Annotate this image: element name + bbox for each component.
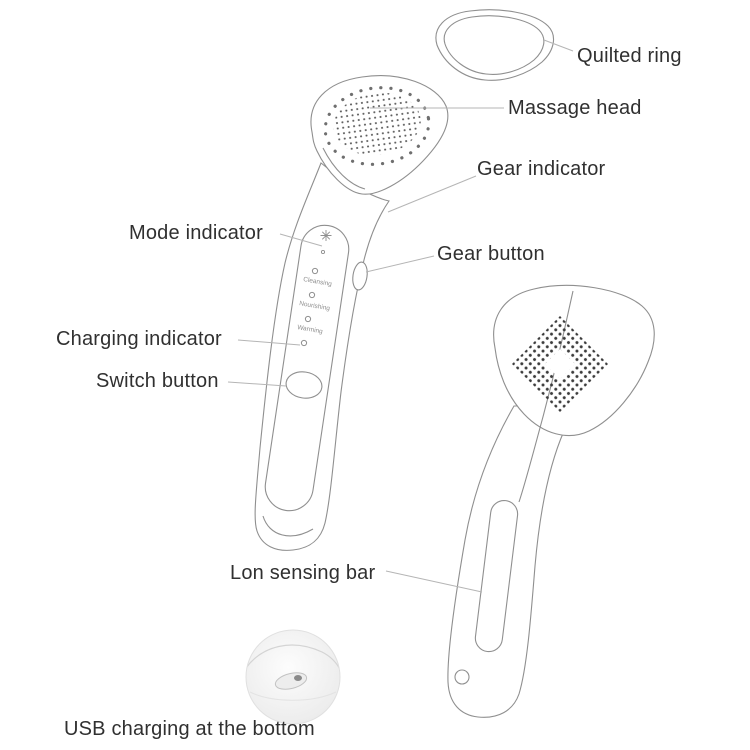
control-panel	[264, 224, 350, 512]
bottom-hole	[454, 669, 470, 685]
device-back-body	[447, 397, 584, 718]
label-gear-indicator: Gear indicator	[477, 158, 606, 180]
callout-lines	[227, 39, 574, 593]
panel-text-cleansing: Cleansing	[303, 276, 333, 288]
callout-mode-indicator	[279, 233, 323, 247]
usb-inset	[245, 629, 341, 725]
callout-charging-indicator	[237, 339, 301, 346]
gear-button-shape	[352, 261, 368, 291]
quilted-ring-drawing	[435, 9, 555, 81]
device-front-view: Cleansing Nourishing Warming	[254, 75, 449, 551]
mode-indicator-icon	[320, 230, 332, 255]
panel-text-warming: Warming	[297, 324, 324, 335]
charging-indicator-light	[300, 339, 308, 347]
quilted-dot-ring	[323, 86, 431, 166]
callout-gear-button	[365, 255, 435, 273]
label-quilted-ring: Quilted ring	[577, 45, 682, 67]
switch-button-shape	[285, 371, 323, 399]
mode-indicator-lights	[304, 267, 319, 323]
label-usb-charging: USB charging at the bottom	[64, 718, 315, 740]
label-charging-indicator: Charging indicator	[56, 328, 222, 350]
callout-ion-sensing-bar	[385, 570, 483, 593]
device-back-view	[447, 284, 655, 718]
callout-gear-indicator	[387, 175, 477, 213]
label-switch-button: Switch button	[96, 370, 219, 392]
ion-sensing-bar-shape	[474, 499, 519, 653]
label-massage-head: Massage head	[508, 97, 642, 119]
callout-quilted-ring	[543, 39, 574, 52]
label-gear-button: Gear button	[437, 243, 545, 265]
label-ion-sensing-bar: Lon sensing bar	[230, 562, 376, 584]
device-front-body	[254, 162, 390, 551]
label-mode-indicator: Mode indicator	[129, 222, 263, 244]
callout-switch-button	[227, 381, 287, 387]
